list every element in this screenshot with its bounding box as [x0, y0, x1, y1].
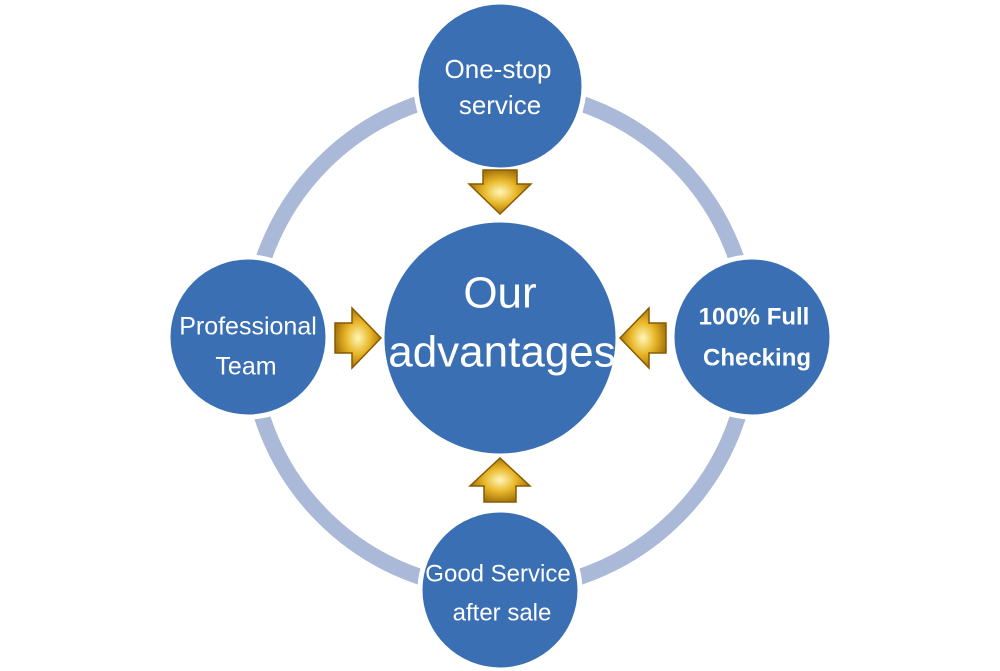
node-left-line1: Professional: [179, 313, 317, 341]
arrow-left-icon: [618, 306, 667, 370]
node-top-line1: One-stop: [445, 54, 552, 84]
node-bottom-line2: after sale: [453, 599, 552, 626]
node-professional-team: Professional Team: [165, 254, 331, 420]
node-right-line2: Checking: [703, 344, 811, 371]
node-good-service: Good Service after sale: [417, 507, 583, 671]
arrow-up-icon: [468, 456, 532, 503]
arrow-down-icon: [467, 169, 533, 216]
center-node: Our advantages: [379, 217, 621, 459]
node-bottom-line1: Good Service: [425, 560, 570, 587]
node-full-checking: 100% Full Checking: [669, 254, 835, 420]
arrow-right-icon: [334, 306, 383, 370]
center-title-line2: advantages: [388, 328, 616, 377]
node-left-line2: Team: [215, 353, 276, 381]
node-top-line2: service: [459, 90, 541, 120]
node-one-stop-service: One-stop service: [413, 0, 587, 173]
node-right-line1: 100% Full: [699, 303, 810, 330]
center-title-line1: Our: [463, 269, 536, 318]
